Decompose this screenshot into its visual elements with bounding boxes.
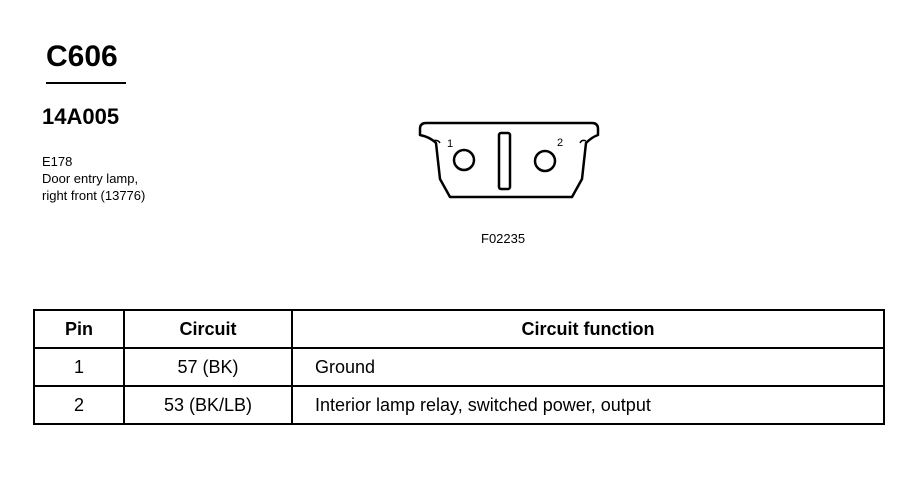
connector-id-underline: [46, 82, 126, 84]
cell-circuit-function: Ground: [291, 347, 885, 387]
pin-table: Pin Circuit Circuit function 1 57 (BK) G…: [33, 309, 885, 425]
connector-housing-outline: [418, 121, 600, 199]
header-circuit: Circuit: [123, 309, 293, 349]
pin-1-terminal: [452, 148, 476, 172]
center-key-slot: [497, 131, 512, 191]
cell-circuit-function: Interior lamp relay, switched power, out…: [291, 385, 885, 425]
cell-circuit: 57 (BK): [123, 347, 293, 387]
figure-code: F02235: [481, 231, 526, 246]
housing-inner-edge: [431, 139, 587, 144]
location-code: E178: [42, 154, 73, 169]
table-row: 1 57 (BK) Ground: [33, 347, 885, 387]
connector-id: C606: [46, 40, 118, 73]
pin-2-terminal: [533, 149, 557, 173]
cell-pin: 1: [33, 347, 125, 387]
pin-2-label: 2: [557, 137, 563, 149]
table-row: 2 53 (BK/LB) Interior lamp relay, switch…: [33, 385, 885, 425]
pin-1-label: 1: [447, 138, 453, 150]
header-pin: Pin: [33, 309, 125, 349]
description-line-2: right front (13776): [42, 188, 146, 203]
connector-description: E178 Door entry lamp, right front (13776…: [42, 153, 145, 204]
cell-pin: 2: [33, 385, 125, 425]
part-number: 14A005: [42, 104, 120, 129]
cell-circuit: 53 (BK/LB): [123, 385, 293, 425]
connector-face-diagram: 1 2: [418, 121, 600, 199]
description-line-1: Door entry lamp,: [42, 171, 139, 186]
header-circuit-function: Circuit function: [291, 309, 885, 349]
table-header-row: Pin Circuit Circuit function: [33, 309, 885, 349]
